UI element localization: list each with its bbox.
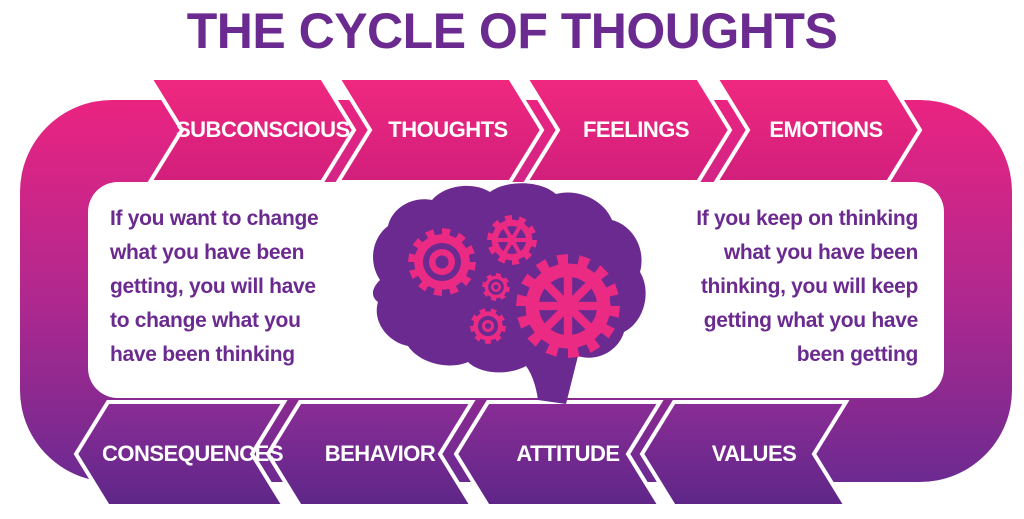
bottom-chevron: [453, 400, 664, 508]
right-quote: If you keep on thinking what you have be…: [678, 202, 918, 372]
gear-icon: [408, 228, 476, 296]
right-quote-line: getting what you have: [703, 309, 919, 332]
top-chevron: [146, 76, 357, 184]
gear-icon: [482, 273, 510, 301]
gear-group: [408, 215, 620, 358]
left-quote-line: to change what you: [110, 309, 301, 332]
right-quote-line: been getting: [796, 343, 919, 366]
bottom-chevron: [73, 400, 288, 508]
top-chevron: [334, 76, 545, 184]
bottom-chevron-row: [73, 400, 850, 508]
left-quote-line: If you want to change: [110, 207, 319, 230]
gear-icon: [487, 215, 537, 265]
left-quote: If you want to change what you have been…: [110, 202, 350, 372]
top-chevron: [522, 76, 733, 184]
right-quote-line: If you keep on thinking: [696, 207, 918, 230]
top-chevron-label: THOUGHTS: [388, 117, 508, 142]
top-chevron-label: EMOTIONS: [769, 117, 883, 142]
gear-icon: [516, 254, 620, 358]
right-quote-line: what you have been: [723, 241, 918, 264]
left-quote-line: have been thinking: [110, 343, 295, 366]
right-quote-line: thinking, you will keep: [700, 275, 918, 298]
left-quote-line: what you have been: [110, 241, 305, 264]
bottom-chevron: [639, 400, 850, 508]
left-quote-line: getting, you will have: [110, 275, 316, 298]
page-title: THE CYCLE OF THOUGHTS: [186, 3, 838, 59]
top-chevron-row: [146, 76, 923, 184]
top-chevron-label: FEELINGS: [582, 117, 690, 142]
bottom-chevron-label: BEHAVIOR: [324, 441, 436, 466]
gear-icon: [470, 308, 506, 344]
top-chevron: [712, 76, 923, 184]
brain-with-gears-icon: [372, 183, 646, 404]
bottom-chevron-label: ATTITUDE: [516, 441, 620, 466]
top-chevron-label: SUBCONSCIOUS: [176, 117, 350, 142]
bottom-chevron-label: CONSEQUENCES: [102, 441, 284, 466]
bottom-chevron-label: VALUES: [711, 441, 797, 466]
bottom-chevron: [265, 400, 476, 508]
